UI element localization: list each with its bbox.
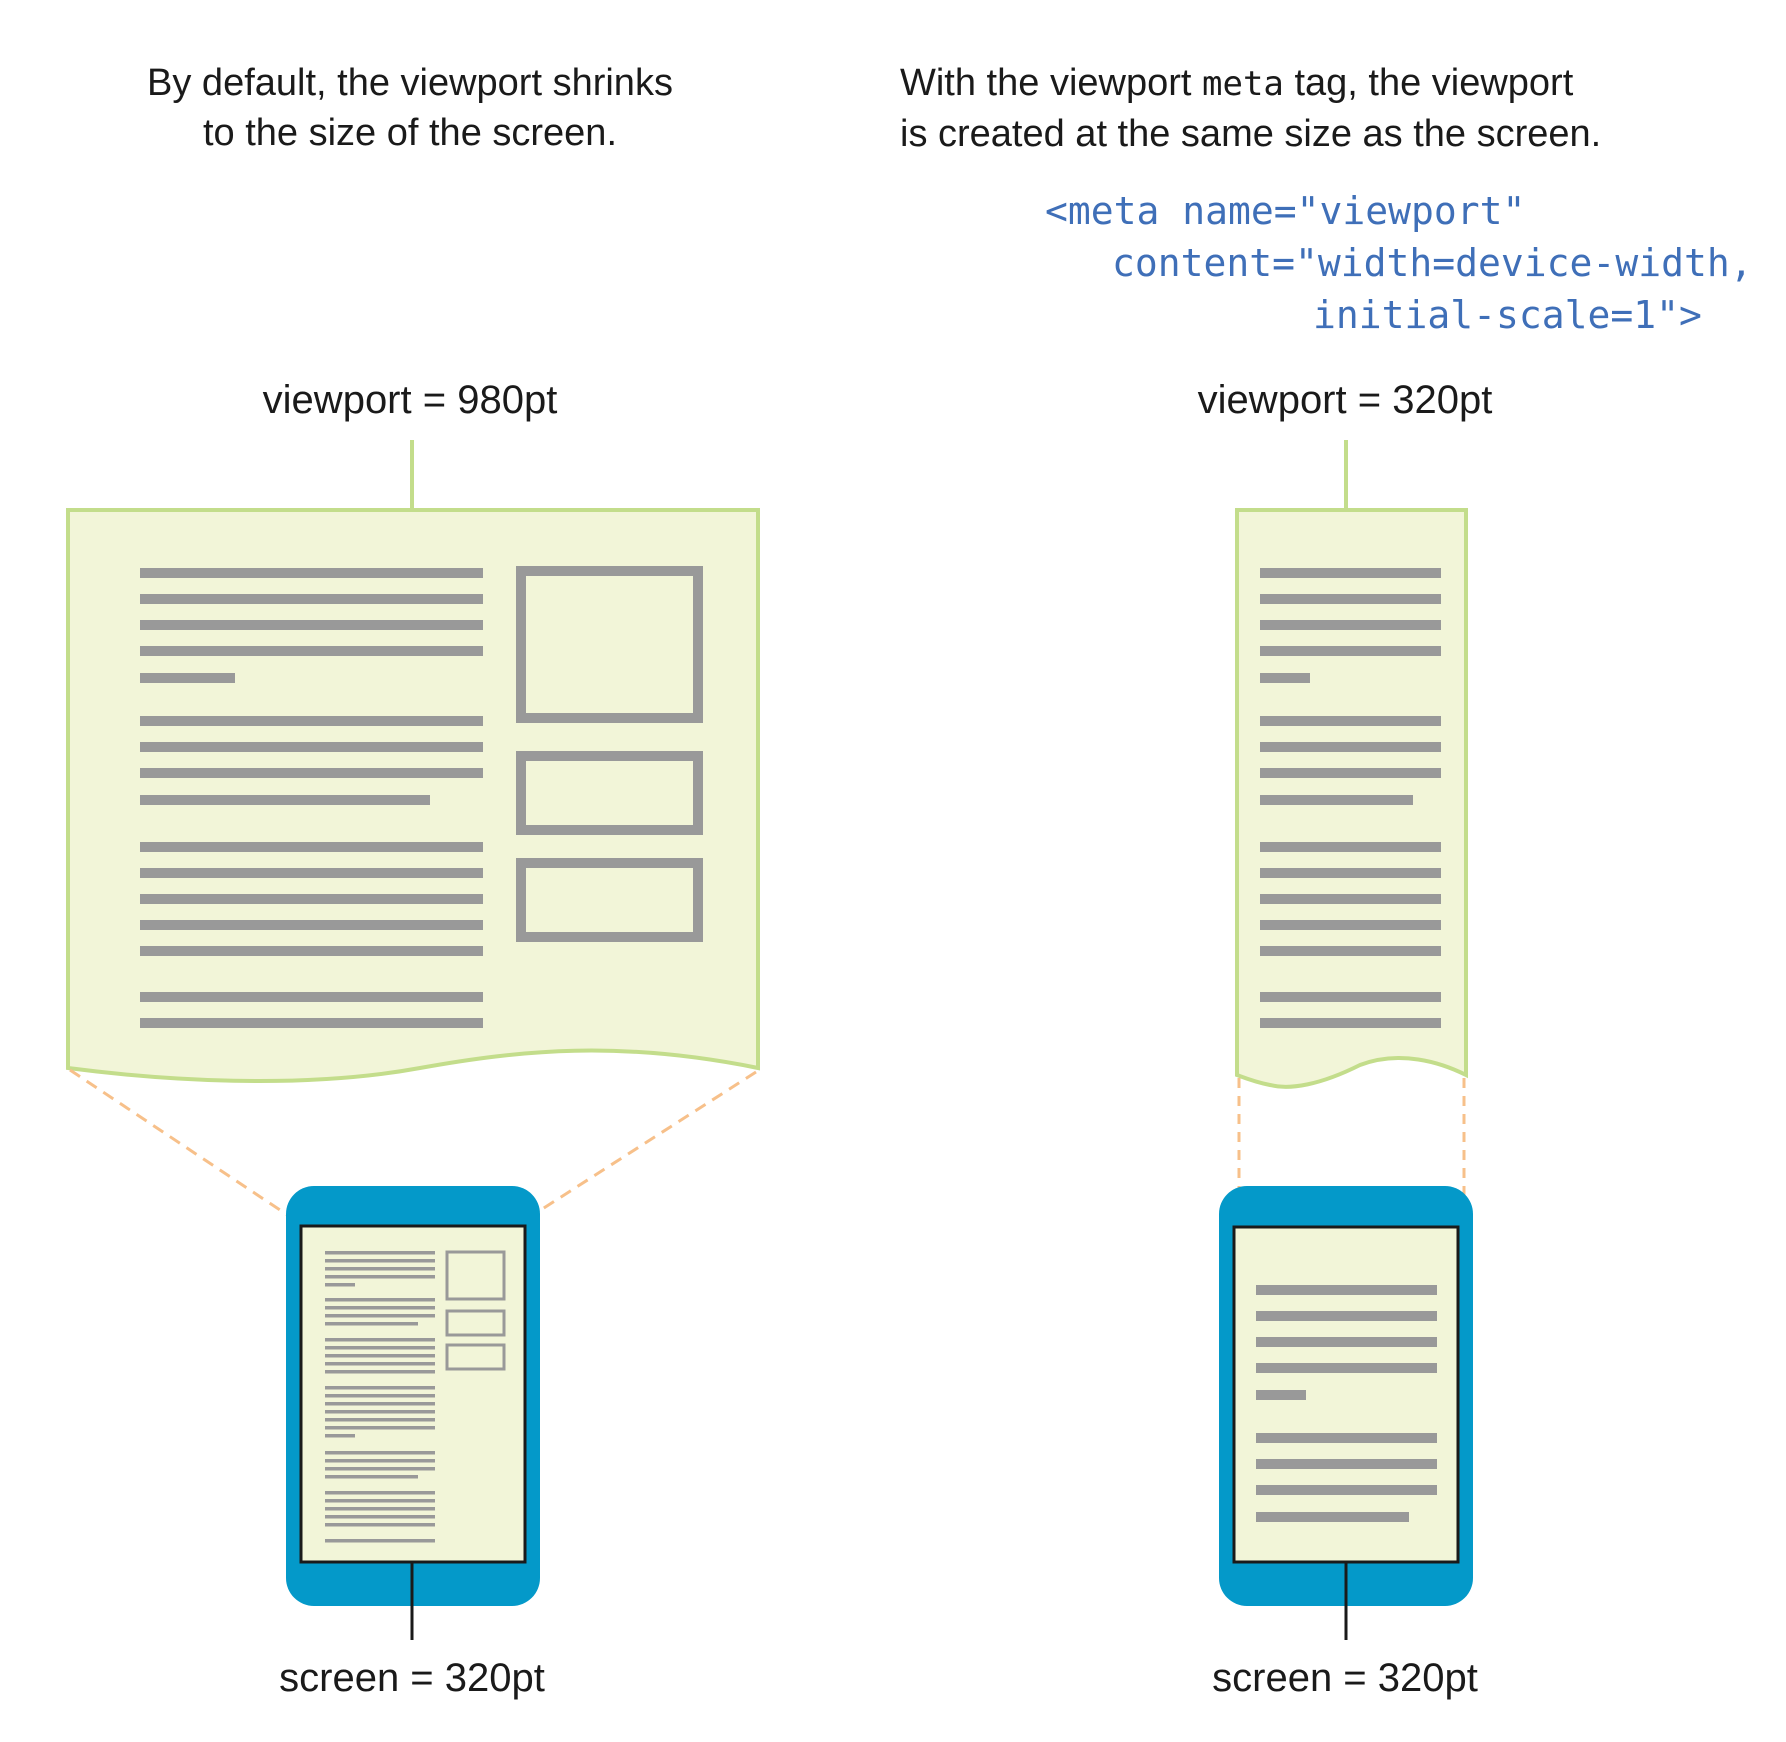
right-page-text — [1260, 568, 1441, 1028]
left-caption: By default, the viewport shrinks to the … — [60, 58, 760, 158]
left-caption-line-2: to the size of the screen. — [202, 112, 617, 154]
right-viewport-label: viewport = 320pt — [1197, 378, 1493, 422]
left-projection-line-left — [69, 1068, 299, 1224]
left-screen-label: screen = 320pt — [279, 1656, 545, 1700]
right-caption-post: tag, the viewport — [1283, 62, 1574, 104]
viewport-meta-code: <meta name="viewport" content="width=devi… — [1045, 185, 1753, 341]
left-page-images — [516, 566, 703, 942]
right-caption: With the viewport meta tag, the viewport… — [900, 58, 1760, 159]
code-line-2: content="width=device-width, — [1112, 241, 1753, 285]
left-page-text — [140, 568, 483, 1028]
right-caption-line-1: With the viewport meta tag, the viewport — [900, 58, 1760, 109]
right-caption-line-2: is created at the same size as the scree… — [900, 113, 1602, 155]
right-caption-code: meta — [1202, 64, 1284, 104]
left-caption-line-1: By default, the viewport shrinks — [147, 62, 673, 104]
code-line-3: initial-scale=1"> — [1313, 293, 1702, 337]
right-caption-pre: With the viewport — [900, 62, 1202, 104]
code-line-1: <meta name="viewport" — [1045, 189, 1526, 233]
left-device-miniature-images — [445, 1250, 506, 1371]
left-projection-line-right — [521, 1070, 757, 1224]
right-screen-label: screen = 320pt — [1212, 1656, 1478, 1700]
left-viewport-label: viewport = 980pt — [262, 378, 558, 422]
left-device-miniature — [325, 1251, 435, 1543]
right-device-text — [1256, 1285, 1437, 1522]
